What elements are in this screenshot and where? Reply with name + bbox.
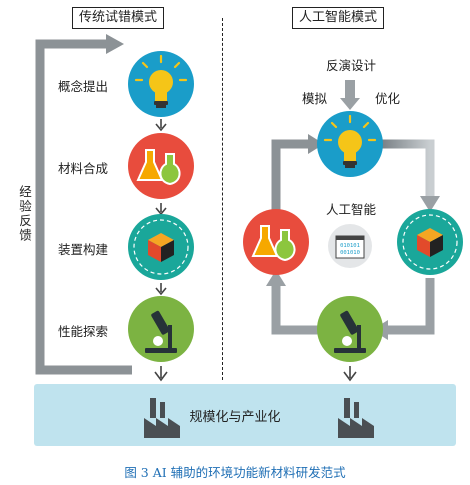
experience-feedback-label: 经验反馈 xyxy=(17,185,32,243)
experience-feedback-arrow xyxy=(35,34,132,375)
traditional-mode-title: 传统试错模式 xyxy=(72,7,165,29)
ai-code-icon: 010101 001010 xyxy=(328,224,372,268)
inverse-design-arrow xyxy=(340,80,360,110)
ai-center-label: 人工智能 xyxy=(326,202,377,217)
left-step-arrows xyxy=(154,119,168,382)
step-label-device: 装置构建 xyxy=(58,242,109,257)
industrialization-band xyxy=(34,384,456,446)
device-cube-circle xyxy=(128,214,194,280)
inverse-design-label: 反演设计 xyxy=(326,58,377,73)
ai-microscope-circle xyxy=(317,296,383,362)
optimization-label: 优化 xyxy=(375,91,401,106)
concept-lightbulb-circle xyxy=(128,51,194,117)
performance-microscope-circle xyxy=(128,296,194,362)
ai-mode-title: 人工智能模式 xyxy=(292,7,385,29)
ai-lightbulb-circle xyxy=(317,111,383,177)
step-label-synthesis: 材料合成 xyxy=(58,161,109,176)
synthesis-flask-circle xyxy=(128,133,194,199)
ai-cycle-arrows xyxy=(266,134,440,340)
svg-text:001010: 001010 xyxy=(340,250,360,256)
ai-flask-circle xyxy=(243,209,309,275)
step-label-concept: 概念提出 xyxy=(58,79,109,94)
factory-icon-left xyxy=(144,398,180,438)
panel-divider xyxy=(222,18,223,380)
factory-icon-right xyxy=(338,398,374,438)
simulation-label: 模拟 xyxy=(302,91,328,106)
industrialization-label: 规模化与产业化 xyxy=(189,410,281,425)
ai-cube-circle xyxy=(397,209,463,275)
step-label-performance: 性能探索 xyxy=(58,324,109,339)
svg-text:010101: 010101 xyxy=(340,243,360,249)
figure-caption: 图 3 AI 辅助的环境功能新材料研发范式 xyxy=(124,465,346,480)
right-bottom-arrow xyxy=(343,366,357,382)
